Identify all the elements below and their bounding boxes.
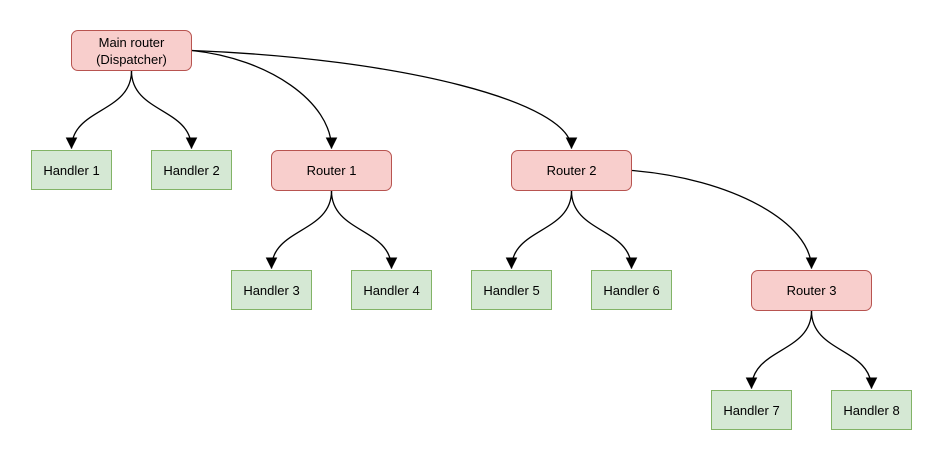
- node-handler-3[interactable]: Handler 3: [231, 270, 312, 310]
- node-label: Handler 5: [483, 282, 540, 298]
- edge-main-router-to-handler-1: [65, 70, 133, 150]
- node-label: Main router (Dispatcher): [96, 34, 167, 67]
- node-handler-7[interactable]: Handler 7: [711, 390, 792, 430]
- edge-router-2-to-router-3: [631, 169, 818, 270]
- node-label: Router 2: [546, 163, 597, 178]
- node-label: Router 3: [786, 283, 837, 298]
- node-label: Handler 7: [723, 402, 780, 418]
- edge-main-router-to-router-2: [191, 49, 578, 150]
- node-label: Handler 8: [843, 402, 900, 418]
- node-router-3[interactable]: Router 3: [751, 270, 872, 311]
- edge-router-1-to-handler-3: [265, 190, 333, 270]
- node-label: Handler 6: [603, 282, 660, 298]
- node-label: Handler 3: [243, 282, 300, 298]
- node-main-router[interactable]: Main router (Dispatcher): [71, 30, 192, 71]
- node-handler-5[interactable]: Handler 5: [471, 270, 552, 310]
- node-handler-4[interactable]: Handler 4: [351, 270, 432, 310]
- edge-router-3-to-handler-7: [745, 310, 813, 390]
- node-label: Handler 2: [163, 162, 220, 178]
- node-label: Handler 4: [363, 282, 420, 298]
- edge-router-2-to-handler-6: [570, 190, 638, 270]
- edge-router-3-to-handler-8: [810, 310, 878, 390]
- node-label: Handler 1: [43, 162, 100, 178]
- node-label: Router 1: [306, 163, 357, 178]
- edge-main-router-to-handler-2: [130, 70, 198, 150]
- edge-main-router-to-router-1: [191, 49, 338, 150]
- node-handler-2[interactable]: Handler 2: [151, 150, 232, 190]
- node-router-2[interactable]: Router 2: [511, 150, 632, 191]
- node-router-1[interactable]: Router 1: [271, 150, 392, 191]
- node-handler-8[interactable]: Handler 8: [831, 390, 912, 430]
- node-handler-6[interactable]: Handler 6: [591, 270, 672, 310]
- edge-router-1-to-handler-4: [330, 190, 398, 270]
- edge-router-2-to-handler-5: [505, 190, 573, 270]
- node-handler-1[interactable]: Handler 1: [31, 150, 112, 190]
